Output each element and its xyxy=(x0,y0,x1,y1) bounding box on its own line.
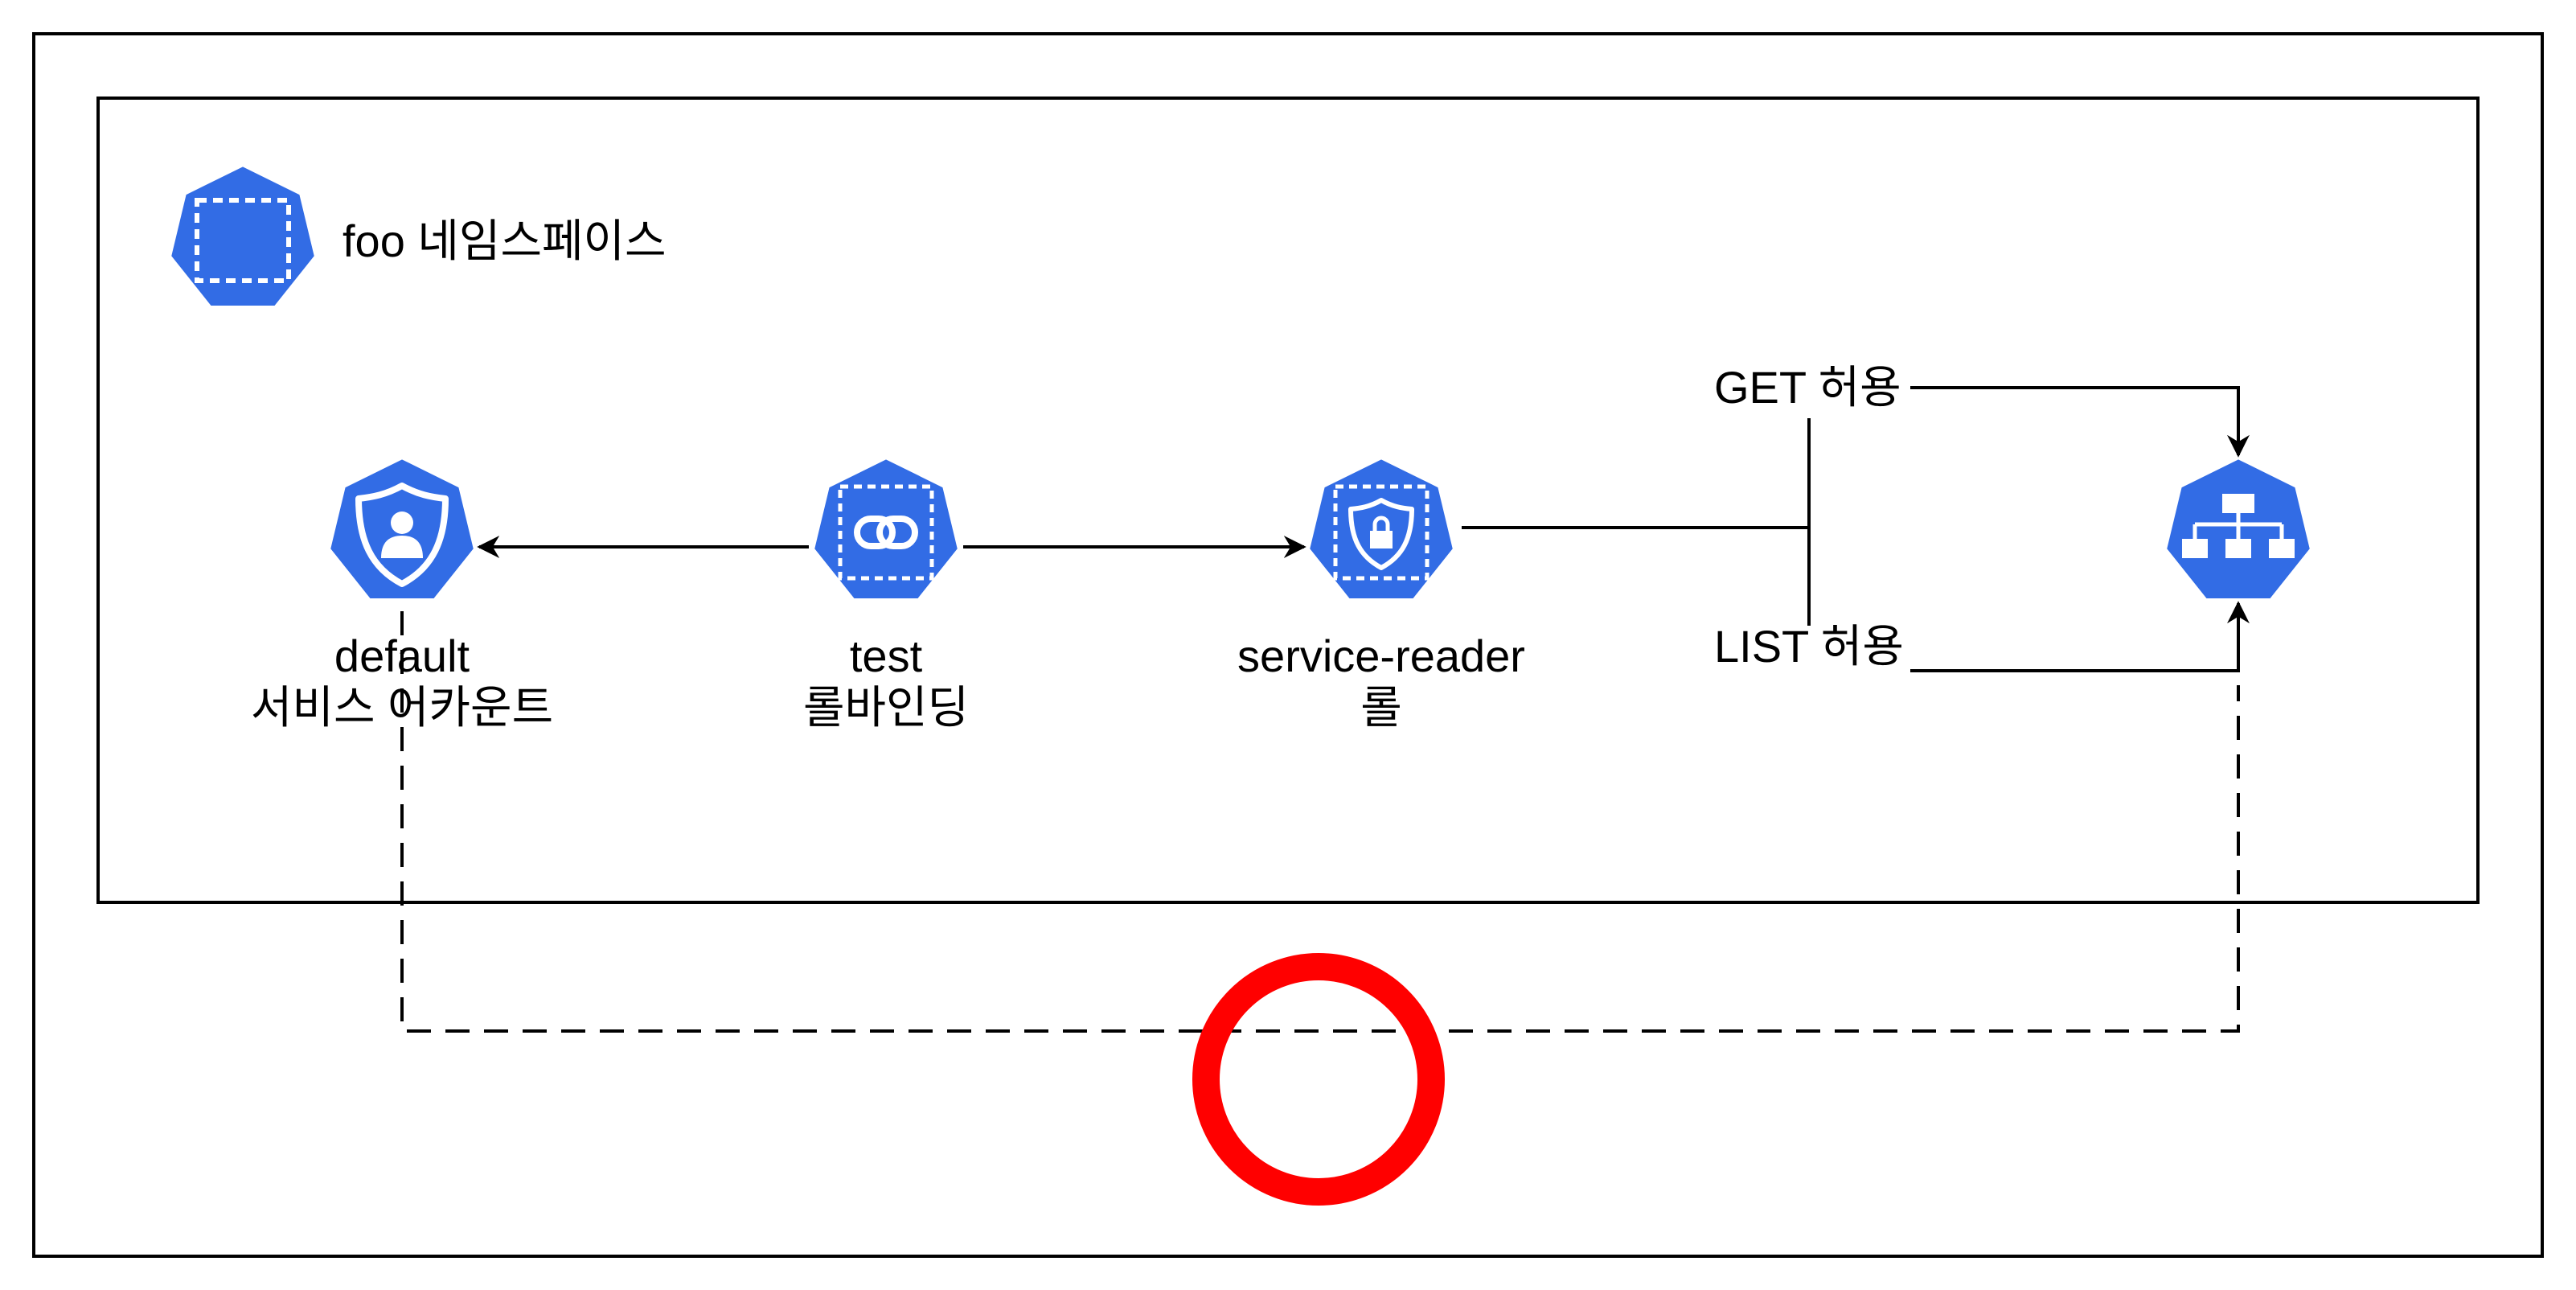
allowed-circle-icon xyxy=(1192,953,1445,1206)
service-account-kind: 서비스 어카운트 xyxy=(250,682,554,733)
role-kind: 롤 xyxy=(1360,682,1402,733)
role-binding-kind: 롤바인딩 xyxy=(802,682,970,733)
role-binding-icon xyxy=(809,454,963,603)
role-binding-name: test xyxy=(849,631,923,681)
edge-role-to-permissions xyxy=(1462,418,1811,626)
permission-get-label: GET 허용 xyxy=(1714,362,1901,413)
service-account-label: default 서비스 어카운트 xyxy=(251,631,553,733)
namespace-label: foo 네임스페이스 xyxy=(343,216,667,266)
service-icon xyxy=(2161,454,2316,603)
edge-get-to-service xyxy=(1910,386,2250,458)
edge-list-to-service xyxy=(1910,601,2250,672)
namespace-icon xyxy=(166,161,320,310)
role-label: service-reader 롤 xyxy=(1237,631,1525,733)
edge-account-access-dashed xyxy=(400,611,2240,1033)
outer-frame xyxy=(32,32,2544,1258)
service-account-name: default xyxy=(334,631,470,681)
role-binding-label: test 롤바인딩 xyxy=(803,631,969,733)
role-name: service-reader xyxy=(1237,631,1525,681)
role-icon xyxy=(1304,454,1458,603)
namespace-frame xyxy=(96,97,2480,904)
permission-list-label: LIST 허용 xyxy=(1714,621,1904,672)
service-account-icon xyxy=(325,454,479,603)
